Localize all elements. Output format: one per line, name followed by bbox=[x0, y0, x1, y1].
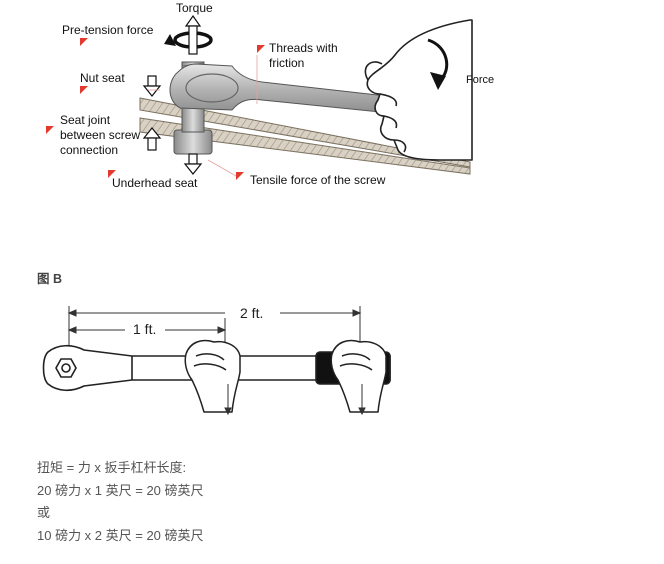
label-seat-joint-1: Seat joint bbox=[60, 113, 111, 127]
label-nut-seat: Nut seat bbox=[80, 71, 125, 85]
upper-plate bbox=[139, 97, 471, 168]
dimension-2ft bbox=[67, 306, 362, 346]
label-2ft: 2 ft. bbox=[240, 305, 263, 321]
label-pretension: Pre-tension force bbox=[62, 23, 154, 37]
lower-plate bbox=[139, 117, 471, 175]
label-torque: Torque bbox=[176, 1, 213, 15]
label-threads-2: friction bbox=[269, 56, 304, 70]
label-threads-1: Threads with bbox=[269, 41, 338, 55]
label-force: Force bbox=[466, 74, 494, 86]
figure-a: Torque Pre-tension force Threads with fr… bbox=[46, 1, 494, 190]
hand-illustration bbox=[364, 19, 473, 161]
label-tensile: Tensile force of the screw bbox=[250, 173, 386, 187]
label-seat-joint-3: connection bbox=[60, 143, 118, 157]
pretension-arrow bbox=[142, 75, 162, 97]
label-seat-joint-2: between screw bbox=[60, 128, 140, 142]
torque-arrow bbox=[164, 14, 213, 55]
figure-b-title: 图 B bbox=[37, 272, 63, 286]
bolt-head bbox=[173, 129, 213, 155]
formula-line-4: 10 磅力 x 2 英尺 = 20 磅英尺 bbox=[37, 528, 204, 543]
leader-lines bbox=[148, 55, 258, 177]
figure-b: 2 ft. 1 ft. bbox=[42, 305, 391, 416]
wrench bbox=[169, 63, 387, 113]
force-arrows-b bbox=[224, 384, 366, 416]
label-underhead: Underhead seat bbox=[112, 176, 198, 190]
hand-b-1 bbox=[184, 339, 241, 413]
seat-joint-arrow bbox=[142, 127, 162, 151]
hand-b-2 bbox=[330, 339, 387, 413]
formula-line-2: 20 磅力 x 1 英尺 = 20 磅英尺 bbox=[37, 483, 204, 498]
label-1ft: 1 ft. bbox=[133, 321, 156, 337]
formula-line-1: 扭矩 = 力 x 扳手杠杆长度: bbox=[37, 460, 187, 475]
dimension-1ft bbox=[67, 318, 227, 346]
force-arrow bbox=[427, 38, 449, 90]
callout-markers bbox=[46, 38, 265, 180]
formula-line-3: 或 bbox=[37, 505, 51, 520]
tensile-arrow bbox=[183, 153, 203, 175]
